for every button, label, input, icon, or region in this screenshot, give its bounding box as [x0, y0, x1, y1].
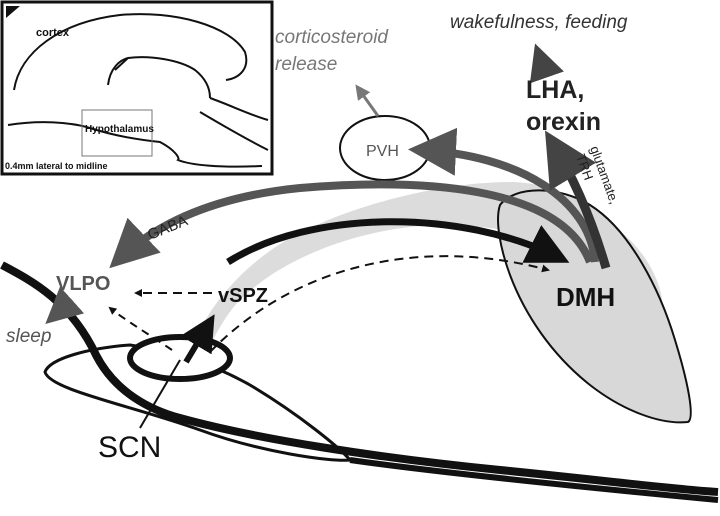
vspz-to-dmh-arrow	[226, 218, 570, 265]
release-label: release	[275, 54, 337, 75]
gaba-label: GABA	[145, 212, 190, 243]
dmh-label: DMH	[556, 282, 615, 312]
lha-label: LHA,	[526, 76, 584, 104]
lha-to-wakefulness-arrow	[529, 43, 564, 84]
scn-outline	[127, 334, 233, 382]
inset-sagittal-brain: cortex Hypothalamus 0.4mm lateral to mid…	[0, 0, 274, 176]
scn-to-dmh-dashed-arrow	[209, 255, 550, 353]
scn-label: SCN	[98, 431, 161, 464]
brain-floor-outline	[0, 261, 719, 496]
dmh-to-lha-arrow	[545, 130, 611, 270]
corticosteroid-label: corticosteroid	[275, 27, 389, 48]
ventral-floor-line	[349, 457, 719, 503]
scn-to-vspz-arrow	[180, 314, 215, 364]
inset-frame	[0, 0, 274, 176]
dmh-to-pvh-arrow	[408, 127, 599, 263]
inset-cortex-label: cortex	[36, 27, 70, 39]
inset-hypothalamus-box	[81, 109, 153, 157]
pvh-label: PVH	[366, 143, 399, 160]
orexin-label: orexin	[526, 108, 601, 136]
inset-arrowhead-icon	[6, 6, 20, 18]
inset-brainstem-outline	[199, 97, 269, 151]
pvh-to-corticosteroid-arrow	[355, 84, 380, 117]
vlpo-label: VLPO	[56, 273, 110, 295]
optic-chiasm-outline	[43, 343, 353, 462]
scn-to-vlpo-dashed-arrow	[108, 306, 173, 351]
inset-hypothalamus-label: Hypothalamus	[85, 124, 154, 135]
sleep-label: sleep	[6, 326, 51, 347]
wakefulness-label: wakefulness, feeding	[450, 12, 628, 33]
vspz-label: vSPZ	[218, 285, 268, 307]
scn-pointer-line	[139, 359, 181, 429]
inset-caption: 0.4mm lateral to midline	[5, 161, 108, 171]
inset-callosum-outline	[107, 56, 211, 99]
inset-base-outline	[7, 121, 263, 168]
vlpo-to-sleep-arrow	[45, 286, 85, 325]
gaba-arrow	[109, 180, 594, 269]
inset-cortex-outline	[13, 13, 248, 91]
